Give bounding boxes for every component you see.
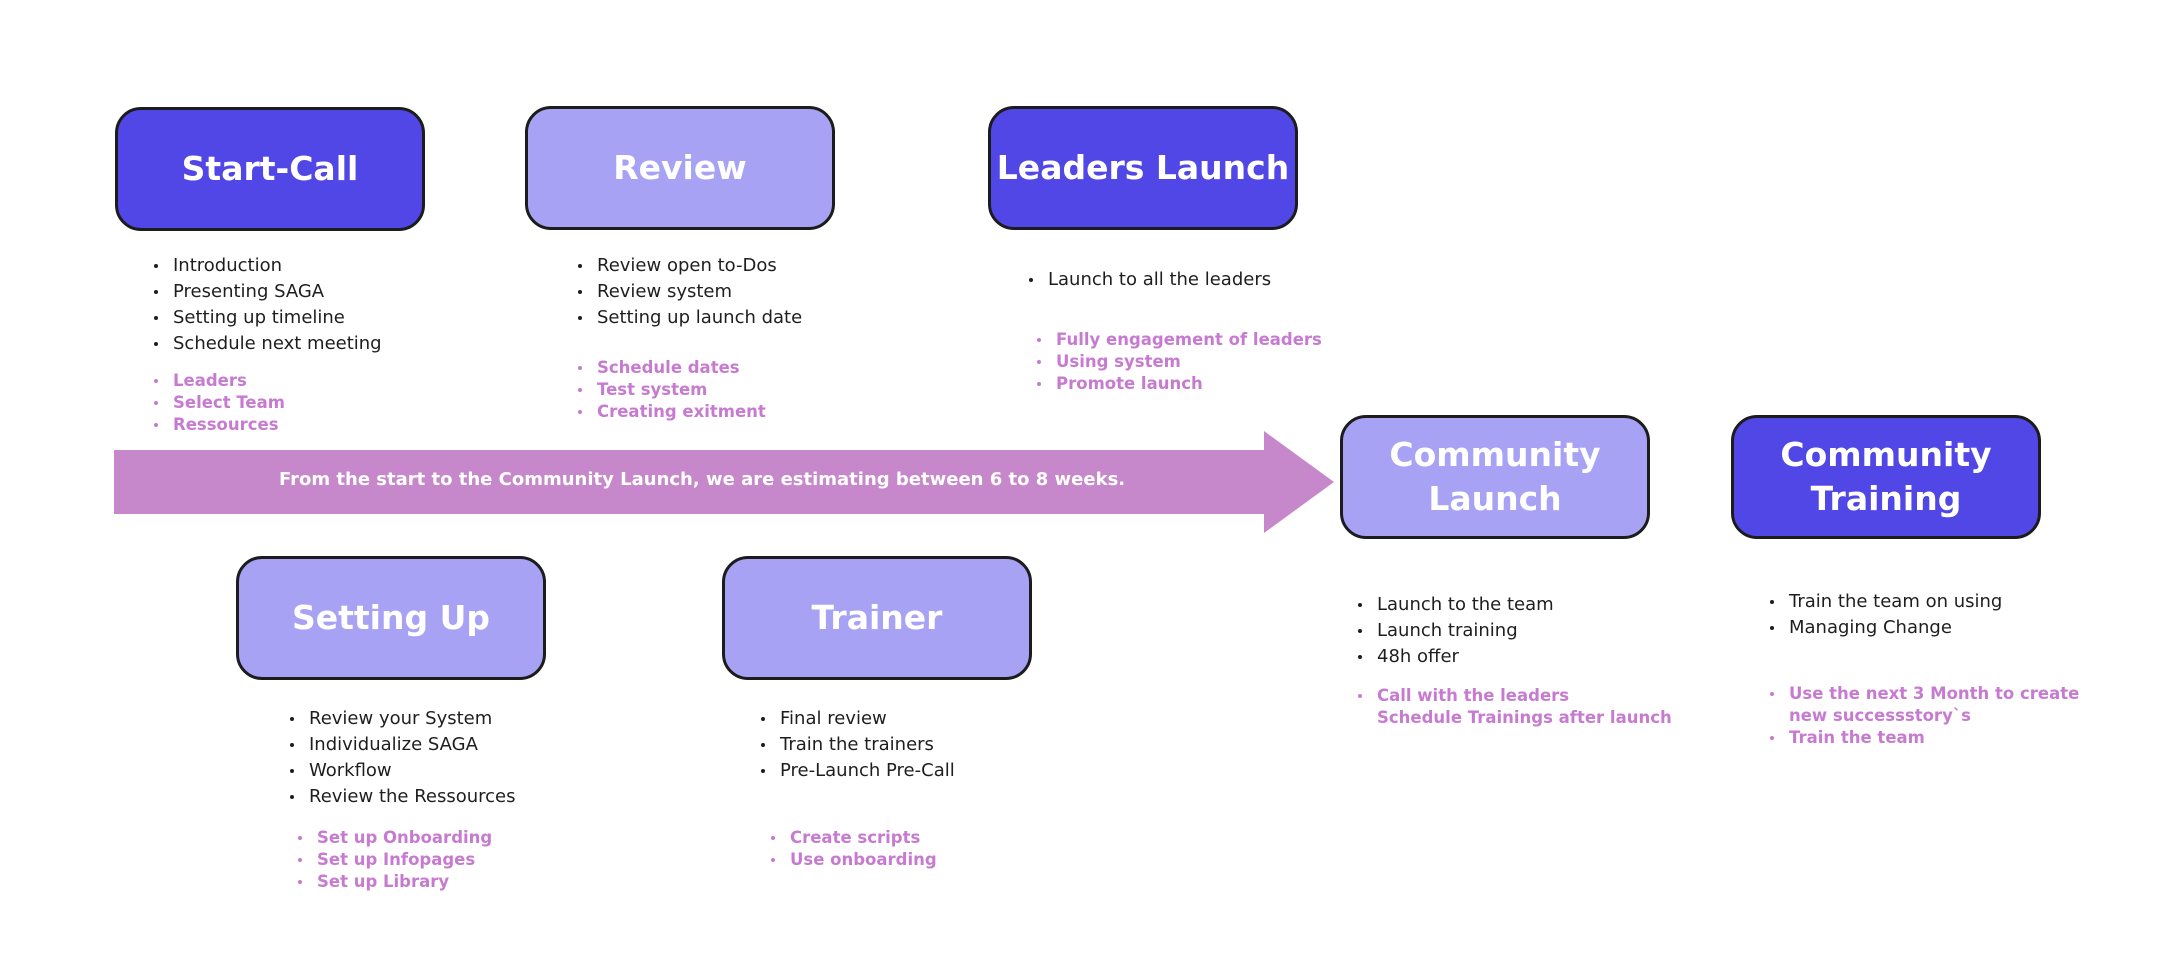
stage-box-leaders-launch: Leaders Launch: [988, 106, 1298, 230]
stage-note: Train the team: [1770, 727, 2079, 749]
stage-box-start-call: Start-Call: [115, 107, 425, 231]
stage-notes-start-call: Leaders Select Team Ressources: [154, 370, 285, 436]
stage-title-leaders-launch: Leaders Launch: [996, 148, 1290, 187]
stage-items-trainer: Final review Train the trainers Pre-Laun…: [761, 706, 955, 784]
stage-items-community-launch: Launch to the team Launch training 48h o…: [1358, 592, 1554, 670]
stage-note: Schedule dates: [578, 357, 766, 379]
stage-notes-trainer: Create scripts Use onboarding: [771, 827, 937, 871]
stage-item: Schedule next meeting: [154, 331, 382, 357]
stage-note: Ressources: [154, 414, 285, 436]
stage-note: Creating exitment: [578, 401, 766, 423]
stage-item: Final review: [761, 706, 955, 732]
stage-title-review: Review: [613, 148, 747, 187]
stage-title-start-call: Start-Call: [181, 149, 359, 188]
stage-title-community-launch: Community Launch: [1389, 435, 1601, 518]
timeline-arrow-shape: [114, 431, 1334, 533]
stage-items-community-training: Train the team on using Managing Change: [1770, 589, 2002, 641]
stage-item: Managing Change: [1770, 615, 2002, 641]
stage-item: Review the Ressources: [290, 784, 516, 810]
stage-item: Workflow: [290, 758, 516, 784]
stage-note: Select Team: [154, 392, 285, 414]
stage-note: Use the next 3 Month to create: [1770, 683, 2079, 705]
timeline-arrow: [114, 431, 1334, 533]
stage-box-trainer: Trainer: [722, 556, 1032, 680]
stage-item: Introduction: [154, 253, 382, 279]
stage-note: Leaders: [154, 370, 285, 392]
stage-note: Set up Library: [298, 871, 492, 893]
stage-item: Train the trainers: [761, 732, 955, 758]
stage-note: Fully engagement of leaders: [1037, 329, 1322, 351]
stage-note: Set up Infopages: [298, 849, 492, 871]
stage-item: Review system: [578, 279, 802, 305]
timeline-estimate-text: From the start to the Community Launch, …: [279, 469, 1126, 490]
stage-item: Launch to the team: [1358, 592, 1554, 618]
stage-notes-community-launch: Call with the leaders Schedule Trainings…: [1358, 685, 1672, 729]
stage-items-setting-up: Review your System Individualize SAGA Wo…: [290, 706, 516, 810]
stage-notes-leaders-launch: Fully engagement of leaders Using system…: [1037, 329, 1322, 395]
stage-item: Setting up launch date: [578, 305, 802, 331]
stage-title-setting-up: Setting Up: [291, 598, 491, 637]
stage-box-setting-up: Setting Up: [236, 556, 546, 680]
stage-items-review: Review open to-Dos Review system Setting…: [578, 253, 802, 331]
stage-item: Train the team on using: [1770, 589, 2002, 615]
stage-item: Setting up timeline: [154, 305, 382, 331]
stage-notes-community-training: Use the next 3 Month to create new succe…: [1770, 683, 2079, 749]
stage-note: new successstory`s: [1789, 706, 1971, 725]
stage-items-start-call: Introduction Presenting SAGA Setting up …: [154, 253, 382, 357]
stage-item: Individualize SAGA: [290, 732, 516, 758]
stage-note: Use onboarding: [771, 849, 937, 871]
stage-note: Create scripts: [771, 827, 937, 849]
stage-note: Set up Onboarding: [298, 827, 492, 849]
stage-note: Promote launch: [1037, 373, 1322, 395]
stage-note: Schedule Trainings after launch: [1377, 708, 1672, 727]
stage-notes-setting-up: Set up Onboarding Set up Infopages Set u…: [298, 827, 492, 893]
stage-title-trainer: Trainer: [811, 598, 943, 637]
stage-items-leaders-launch: Launch to all the leaders: [1029, 267, 1271, 293]
stage-box-community-launch: Community Launch: [1340, 415, 1650, 539]
stage-note: Call with the leaders: [1358, 685, 1672, 707]
stage-box-community-training: Community Training: [1731, 415, 2041, 539]
stage-box-review: Review: [525, 106, 835, 230]
stage-item: Presenting SAGA: [154, 279, 382, 305]
stage-item: Review your System: [290, 706, 516, 732]
stage-item: Review open to-Dos: [578, 253, 802, 279]
stage-title-community-training: Community Training: [1780, 435, 1992, 518]
stage-note: Using system: [1037, 351, 1322, 373]
stage-note: Test system: [578, 379, 766, 401]
stage-item: Launch training: [1358, 618, 1554, 644]
stage-item: 48h offer: [1358, 644, 1554, 670]
stage-item: Pre-Launch Pre-Call: [761, 758, 955, 784]
stage-item: Launch to all the leaders: [1029, 267, 1271, 293]
stage-notes-review: Schedule dates Test system Creating exit…: [578, 357, 766, 423]
